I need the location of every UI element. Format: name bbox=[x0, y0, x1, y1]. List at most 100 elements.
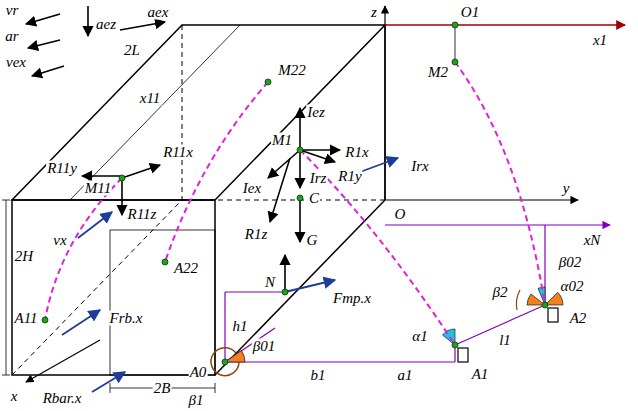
symbol-label: Irx bbox=[410, 159, 430, 174]
symbol-label: x1 bbox=[592, 33, 608, 48]
point-dot bbox=[452, 22, 458, 28]
body-box bbox=[12, 25, 385, 375]
symbol-label: y bbox=[562, 181, 571, 196]
body-box bbox=[12, 25, 385, 200]
symbol-label: M22 bbox=[277, 63, 307, 78]
hidden-edge bbox=[12, 25, 385, 375]
dimension-line bbox=[6, 200, 7, 375]
point-dot bbox=[42, 22, 548, 365]
symbol-label: aex bbox=[147, 5, 170, 20]
symbol-label: A2 bbox=[569, 311, 588, 326]
symbol-label: R1y bbox=[337, 169, 362, 184]
symbol-label: O bbox=[394, 207, 407, 222]
coordinate-axis bbox=[385, 199, 578, 200]
symbol-label: h1 bbox=[232, 319, 249, 334]
force-arrow bbox=[270, 158, 290, 222]
symbol-label: R11y bbox=[46, 161, 78, 176]
symbol-label: vr bbox=[5, 3, 20, 18]
symbol-label: N bbox=[264, 275, 276, 290]
coordinate-axis bbox=[26, 340, 100, 382]
force-arrow bbox=[26, 14, 60, 24]
symbol-label: M1 bbox=[271, 133, 293, 148]
dimension-line bbox=[215, 383, 216, 393]
force-arrow bbox=[121, 178, 123, 215]
symbol-label: aez bbox=[95, 17, 117, 32]
symbol-label: A11 bbox=[13, 311, 38, 326]
dimension-line bbox=[110, 383, 111, 393]
hidden-edge bbox=[12, 200, 182, 375]
symbol-label: xN bbox=[583, 233, 602, 248]
symbol-label: b1 bbox=[310, 368, 327, 383]
symbol-label: x bbox=[10, 389, 19, 404]
force-arrow bbox=[32, 66, 64, 76]
force-arrow bbox=[268, 150, 300, 178]
dimension-line bbox=[2, 200, 215, 393]
symbol-label: Frb.x bbox=[109, 311, 144, 326]
symbol-label: M2 bbox=[427, 65, 449, 80]
hidden-edge bbox=[182, 25, 183, 200]
symbol-label: A1 bbox=[471, 367, 490, 382]
symbol-label: R11x bbox=[162, 145, 194, 160]
symbol-label: R11z bbox=[127, 207, 158, 222]
symbol-label: x11 bbox=[139, 91, 162, 106]
symbol-label: β01 bbox=[252, 339, 276, 354]
force-arrow bbox=[28, 40, 60, 48]
angle-arc bbox=[516, 290, 520, 310]
body-box bbox=[110, 230, 215, 375]
ground-geometry bbox=[224, 292, 225, 362]
ground-geometry bbox=[225, 225, 610, 362]
symbol-label: Rbar.x bbox=[42, 391, 83, 406]
symbol-label: α1 bbox=[411, 329, 428, 344]
symbol-label: α02 bbox=[560, 279, 585, 294]
dimension-line bbox=[2, 200, 10, 201]
force-arrow bbox=[300, 150, 335, 162]
symbol-label: 2H bbox=[14, 249, 34, 264]
point-dot bbox=[452, 342, 458, 348]
symbol-label: β1 bbox=[188, 393, 205, 408]
wheel-support bbox=[548, 308, 558, 322]
symbol-label: β2 bbox=[492, 285, 509, 300]
force-arrow bbox=[87, 6, 89, 36]
symbol-label: a1 bbox=[397, 368, 414, 383]
velocity-arrow bbox=[360, 158, 398, 172]
ground-geometry bbox=[225, 361, 455, 362]
point-dot bbox=[452, 59, 458, 65]
symbol-label: Irz bbox=[309, 171, 328, 186]
trajectory-curve bbox=[45, 62, 545, 345]
point-dot bbox=[297, 195, 303, 201]
wheel-support bbox=[458, 348, 468, 362]
point-dot bbox=[42, 317, 48, 323]
velocity-arrow bbox=[92, 372, 125, 392]
symbol-label: vex bbox=[5, 55, 27, 70]
velocity-arrow bbox=[62, 158, 398, 392]
velocity-arrow bbox=[285, 280, 335, 292]
point-dot bbox=[162, 259, 168, 265]
point-dot bbox=[265, 79, 271, 85]
velocity-arrow bbox=[62, 310, 100, 335]
symbol-label: ar bbox=[4, 29, 19, 44]
point-dot bbox=[282, 289, 288, 295]
point-dot bbox=[222, 359, 228, 365]
point-dot bbox=[119, 175, 125, 181]
hidden-edge bbox=[182, 200, 385, 201]
force-arrow bbox=[284, 255, 286, 292]
coordinate-axis bbox=[384, 6, 385, 200]
symbol-label: l1 bbox=[498, 333, 512, 348]
symbol-label: z bbox=[370, 5, 378, 20]
velocity-arrow bbox=[78, 212, 112, 238]
symbol-label: A0 bbox=[189, 365, 208, 380]
symbol-label: O1 bbox=[460, 5, 480, 20]
moving-axis bbox=[385, 24, 625, 25]
force-arrow bbox=[299, 150, 301, 188]
force-arrow bbox=[299, 108, 301, 150]
trajectory-curve bbox=[165, 82, 268, 262]
symbol-label: M11 bbox=[84, 181, 112, 196]
angle-arc bbox=[211, 348, 239, 376]
symbol-label: Fтр.x bbox=[332, 291, 372, 306]
symbol-label: Iez bbox=[306, 105, 326, 120]
axis-stem bbox=[455, 25, 456, 62]
symbol-label: Iex bbox=[242, 181, 262, 196]
force-arrow bbox=[300, 149, 340, 151]
